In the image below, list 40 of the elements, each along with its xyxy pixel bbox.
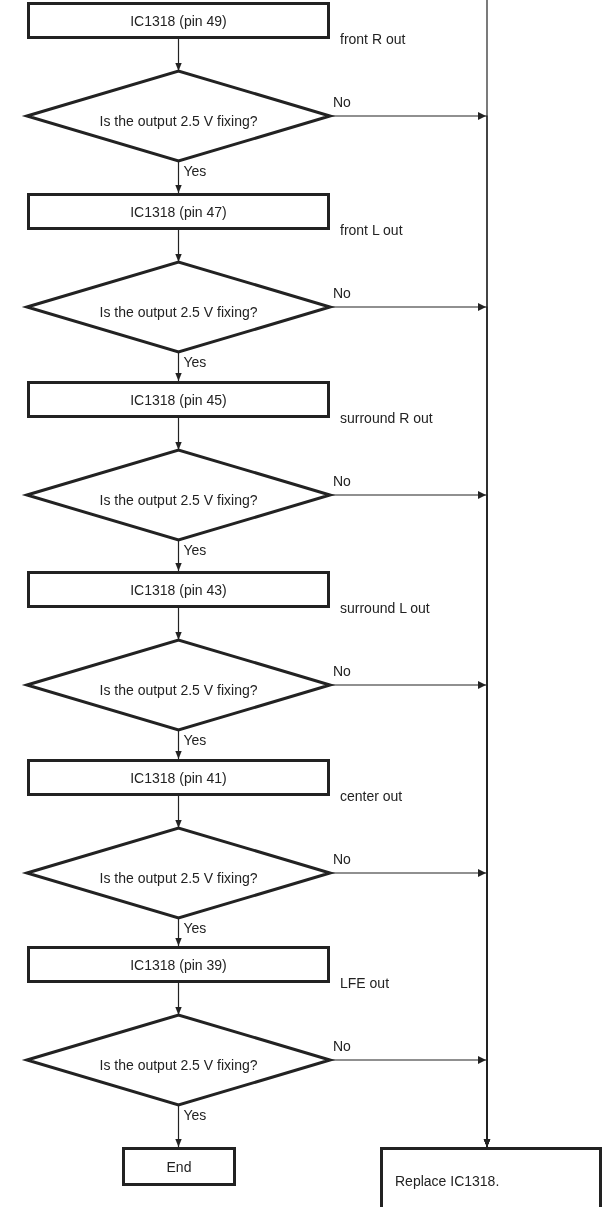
node-caption: LFE out [340,975,390,991]
node-text: IC1318 (pin 39) [130,956,227,973]
node-caption: front L out [340,222,403,238]
node-text: IC1318 (pin 47) [130,203,227,220]
edge-label: No [332,94,352,110]
edge-label: Yes [182,732,208,748]
node-text: Is the output 2.5 V fixing? [99,1056,258,1073]
edge-label: No [332,285,352,301]
node-text: IC1318 (pin 41) [130,769,227,786]
process-box [27,759,330,796]
edge-label: No [332,851,352,867]
process-box [122,1147,236,1186]
process-box [27,946,330,983]
node-caption: surround L out [340,600,430,616]
node-caption: surround R out [340,410,433,426]
edge-label: Yes [182,354,208,370]
process-box [380,1147,602,1207]
node-caption: center out [340,788,403,804]
process-box [27,571,330,608]
edge-label: Yes [182,163,208,179]
node-caption: front R out [340,31,406,47]
node-text: IC1318 (pin 49) [130,12,227,29]
edge-label: No [332,663,352,679]
node-text: Replace IC1318. [395,1172,500,1189]
edge-label: Yes [182,542,208,558]
node-text: Is the output 2.5 V fixing? [99,303,258,320]
process-box [27,193,330,230]
process-box [27,2,330,39]
edge-label: No [332,1038,352,1054]
node-text: Is the output 2.5 V fixing? [99,681,258,698]
edge-label: No [332,473,352,489]
node-text: Is the output 2.5 V fixing? [99,869,258,886]
edge-label: Yes [182,920,208,936]
node-text: Is the output 2.5 V fixing? [99,112,258,129]
node-text: IC1318 (pin 43) [130,581,227,598]
edge-label: Yes [182,1107,208,1123]
node-text: IC1318 (pin 45) [130,391,227,408]
node-text: End [166,1158,192,1175]
node-text: Is the output 2.5 V fixing? [99,491,258,508]
process-box [27,381,330,418]
